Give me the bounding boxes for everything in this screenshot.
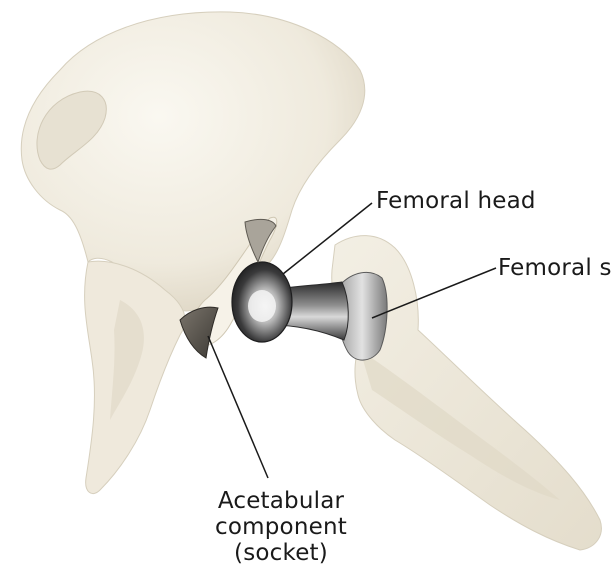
acetabular-label-line1: Acetabular (206, 488, 356, 514)
femoral-head-label: Femoral head (376, 188, 536, 214)
pelvis-bone (21, 12, 365, 311)
ischium-bone (85, 261, 185, 493)
femoral-head-highlight (248, 290, 276, 322)
acetabular-label-line2: component (206, 514, 356, 540)
femoral-stem-label: Femoral s (498, 255, 612, 281)
acetabular-leader-line (208, 336, 268, 478)
acetabular-component-label: Acetabular component (socket) (206, 488, 356, 566)
acetabular-label-line3: (socket) (206, 540, 356, 566)
